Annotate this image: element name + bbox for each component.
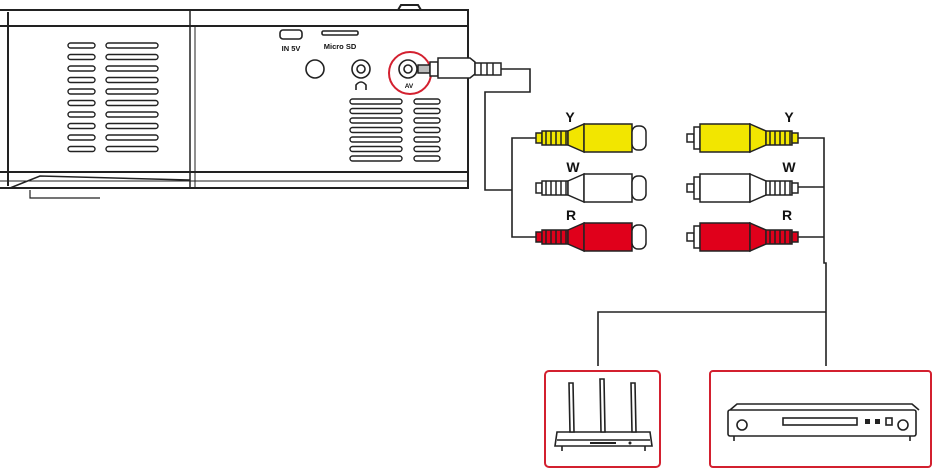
vent-slot bbox=[67, 65, 96, 72]
plug-label-left-r: R bbox=[566, 207, 576, 223]
plug-label-right-w: W bbox=[782, 159, 796, 175]
rca-cable-left bbox=[535, 122, 647, 253]
dvd-player-device-box bbox=[709, 370, 932, 468]
dvd-player-icon bbox=[727, 403, 920, 441]
vent-slot bbox=[67, 42, 96, 49]
vent-slot bbox=[349, 136, 403, 143]
vent-slot bbox=[349, 155, 403, 162]
vent-slot bbox=[413, 117, 441, 124]
rca-plug-left-w bbox=[535, 172, 647, 204]
headphone-icon bbox=[355, 81, 367, 90]
vent-slot bbox=[105, 111, 159, 118]
plug-label-right-y: Y bbox=[784, 109, 794, 125]
vent-slot bbox=[105, 122, 159, 130]
microsd-slot bbox=[321, 30, 359, 36]
vent-slot bbox=[105, 88, 159, 95]
vent-slot bbox=[349, 126, 403, 134]
vent-slot bbox=[67, 145, 96, 153]
vent-slot bbox=[413, 136, 441, 143]
rca-plug-right-y bbox=[686, 122, 799, 154]
projector-vents-left bbox=[67, 42, 159, 153]
router-device-box bbox=[544, 370, 661, 468]
av-35mm-plug bbox=[417, 57, 502, 79]
vent-slot bbox=[413, 107, 441, 115]
vent-slot bbox=[105, 65, 159, 72]
vent-slot bbox=[413, 145, 441, 153]
vent-slot bbox=[67, 76, 96, 84]
vent-slot bbox=[349, 107, 403, 115]
vent-slot bbox=[67, 134, 96, 141]
projector-vents-right bbox=[349, 98, 441, 162]
vent-slot bbox=[413, 98, 441, 105]
microsd-label: Micro SD bbox=[324, 42, 357, 51]
vent-slot bbox=[67, 122, 96, 130]
vent-slot bbox=[67, 53, 96, 61]
rca-plug-right-w bbox=[686, 172, 799, 204]
vent-slot bbox=[105, 76, 159, 84]
plug-label-left-w: W bbox=[566, 159, 580, 175]
projector bbox=[0, 4, 469, 199]
plug-label-right-r: R bbox=[782, 207, 792, 223]
vent-slot bbox=[67, 99, 96, 107]
vent-slot bbox=[413, 155, 441, 162]
vent-slot bbox=[105, 53, 159, 61]
usb-port-in5v bbox=[279, 29, 303, 40]
rca-plug-left-y bbox=[535, 122, 647, 154]
power-button bbox=[305, 59, 325, 79]
vent-slot bbox=[105, 42, 159, 49]
vent-slot bbox=[105, 134, 159, 141]
rca-plug-right-r bbox=[686, 221, 799, 253]
vent-slot bbox=[67, 111, 96, 118]
vent-slot bbox=[67, 88, 96, 95]
in5v-label: IN 5V bbox=[282, 44, 301, 53]
plug-label-left-y: Y bbox=[565, 109, 575, 125]
rca-plug-left-r bbox=[535, 221, 647, 253]
vent-slot bbox=[349, 145, 403, 153]
av-port bbox=[398, 59, 418, 79]
wifi-router-icon bbox=[554, 378, 653, 451]
rca-cable-right bbox=[686, 122, 799, 253]
vent-slot bbox=[349, 117, 403, 124]
vent-slot bbox=[105, 99, 159, 107]
av-label: AV bbox=[405, 83, 414, 90]
vent-slot bbox=[349, 98, 403, 105]
vent-slot bbox=[413, 126, 441, 134]
cable-wiring bbox=[484, 68, 827, 366]
headphone-jack bbox=[351, 59, 371, 79]
vent-slot bbox=[105, 145, 159, 153]
